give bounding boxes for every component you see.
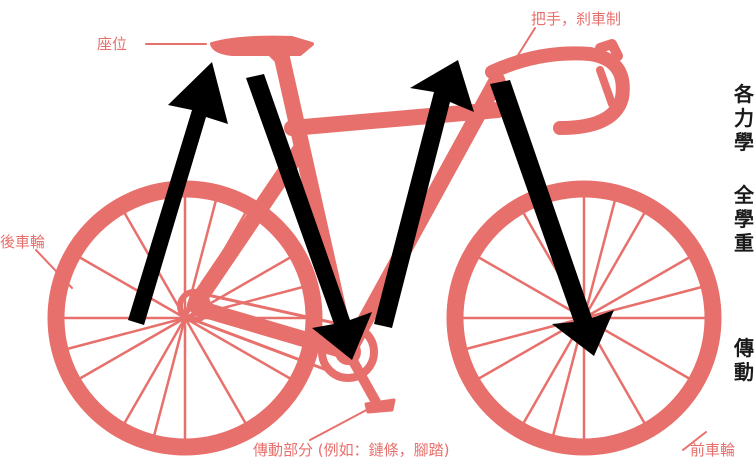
side-text-1: 各 力 學	[734, 82, 754, 154]
arrow-up-right	[374, 60, 474, 328]
arrow-down-right	[490, 80, 614, 356]
arrow-up-left	[128, 62, 228, 325]
handlebar-brake-label: 把手，刹車制	[531, 10, 622, 28]
drivetrain-label: 傳動部分 (例如：鏈條，腳踏)	[253, 441, 450, 459]
callout-lines	[35, 27, 707, 451]
side-text-2: 全 學 重	[734, 183, 754, 255]
black-zigzag-arrows-icon	[128, 60, 614, 360]
seat	[210, 35, 314, 67]
rear-wheel-label: 後車輪	[0, 233, 46, 251]
front-wheel-label: 前車輪	[690, 441, 736, 459]
side-text-3: 傳 動	[734, 336, 754, 384]
seat-label: 座位	[97, 35, 128, 53]
arrow-down-left	[246, 74, 372, 360]
road-bicycle-icon	[35, 27, 722, 456]
handlebar	[485, 39, 630, 135]
